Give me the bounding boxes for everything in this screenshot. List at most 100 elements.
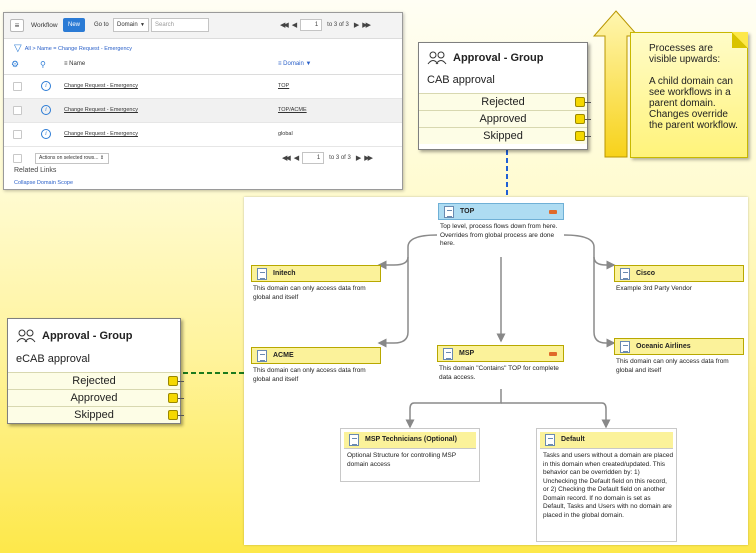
- condition-port[interactable]: [168, 410, 184, 420]
- row-name-link[interactable]: Change Request - Emergency: [64, 83, 138, 89]
- node-initech[interactable]: Initech This domain can only access data…: [251, 265, 381, 302]
- row-domain-value: global: [278, 131, 293, 137]
- collapse-icon[interactable]: [549, 210, 557, 214]
- prev-page-icon[interactable]: ◀: [291, 22, 298, 29]
- column-name[interactable]: ≡ Name: [64, 61, 86, 67]
- node-cisco[interactable]: Cisco Example 3rd Party Vendor: [614, 265, 744, 294]
- domain-hierarchy-diagram: TOP Top level, process flows down from h…: [244, 197, 748, 545]
- page-count: to 3 of 3: [327, 22, 349, 28]
- gear-icon[interactable]: ⚙: [11, 59, 20, 69]
- goto-field-value: Domain: [117, 22, 138, 28]
- top-pager: ◀◀ ◀ 1 to 3 of 3 ▶ ▶▶: [280, 19, 371, 31]
- next-page-icon[interactable]: ▶: [353, 22, 360, 29]
- condition-port[interactable]: [575, 97, 591, 107]
- approval-condition-skipped[interactable]: Skipped: [419, 127, 591, 144]
- list-footer: Actions on selected rows... ⇕ ◀◀ ◀ 1 to …: [4, 152, 402, 168]
- row-domain-link[interactable]: TOP: [278, 83, 290, 89]
- row-checkbox[interactable]: [13, 82, 22, 91]
- approval-subtitle: eCAB approval: [16, 353, 90, 365]
- goto-field-select[interactable]: Domain ▼: [113, 18, 149, 32]
- search-icon[interactable]: ⚲: [40, 60, 46, 69]
- page-input[interactable]: 1: [300, 19, 323, 31]
- filter-icon[interactable]: ▽: [14, 43, 22, 54]
- approval-header: Approval - Group: [427, 51, 543, 65]
- approval-group-ecab[interactable]: Approval - Group eCAB approval Rejected …: [7, 318, 184, 424]
- breadcrumb-text[interactable]: All > Name = Change Request - Emergency: [24, 45, 133, 52]
- column-domain[interactable]: ≡ Domain ▼: [278, 61, 312, 67]
- breadcrumb: ▽ All > Name = Change Request - Emergenc…: [14, 43, 132, 54]
- last-page-icon[interactable]: ▶▶: [362, 22, 371, 29]
- node-title: MSP Technicians (Optional): [365, 436, 457, 443]
- approval-subtitle: CAB approval: [427, 74, 495, 86]
- note-heading: Processes are visible upwards:: [649, 43, 721, 65]
- collapse-domain-scope-link[interactable]: Collapse Domain Scope: [14, 180, 74, 186]
- approval-condition-approved[interactable]: Approved: [8, 389, 184, 406]
- approval-condition-rejected[interactable]: Rejected: [419, 93, 591, 110]
- row-name-link[interactable]: Change Request - Emergency: [64, 107, 138, 113]
- approval-group-cab[interactable]: Approval - Group CAB approval Rejected A…: [418, 42, 591, 150]
- node-description: Example 3rd Party Vendor: [616, 285, 692, 292]
- first-page-icon[interactable]: ◀◀: [280, 22, 289, 29]
- approval-condition-skipped[interactable]: Skipped: [8, 406, 184, 423]
- node-title: Default: [561, 436, 585, 443]
- row-checkbox[interactable]: [13, 130, 22, 139]
- people-icon: [427, 51, 447, 65]
- edge-top-acme: [377, 257, 409, 348]
- select-all-checkbox[interactable]: [13, 154, 22, 163]
- column-header-row: ⚙ ⚲ ≡ Name ≡ Domain ▼: [4, 57, 402, 75]
- last-page-icon[interactable]: ▶▶: [364, 155, 373, 162]
- next-page-icon[interactable]: ▶: [355, 155, 362, 162]
- node-top[interactable]: TOP Top level, process flows down from h…: [438, 203, 564, 249]
- approval-condition-rejected[interactable]: Rejected: [8, 372, 184, 389]
- node-acme[interactable]: ACME This domain can only access data fr…: [251, 347, 381, 384]
- node-title: ACME: [273, 352, 294, 359]
- condition-port[interactable]: [168, 393, 184, 403]
- people-icon: [16, 329, 36, 343]
- node-title: Initech: [273, 270, 296, 277]
- node-description: Top level, process flows down from here.…: [440, 223, 558, 247]
- document-icon: [349, 434, 359, 446]
- info-icon[interactable]: i: [41, 105, 51, 115]
- edge-msp-default: [501, 402, 611, 429]
- node-title: Oceanic Airlines: [636, 343, 691, 350]
- edge-top-cisco: [563, 234, 616, 270]
- search-input[interactable]: Search: [151, 18, 209, 32]
- info-icon[interactable]: i: [41, 129, 51, 139]
- document-icon: [620, 268, 630, 280]
- table-row: i Change Request - Emergency global: [4, 123, 402, 147]
- node-description: This domain can only access data from gl…: [253, 367, 366, 383]
- condition-port[interactable]: [575, 114, 591, 124]
- actions-select[interactable]: Actions on selected rows... ⇕: [35, 153, 109, 164]
- menu-icon[interactable]: ≡: [10, 19, 24, 32]
- node-oceanic-airlines[interactable]: Oceanic Airlines This domain can only ac…: [614, 338, 744, 375]
- related-links-title: Related Links: [14, 167, 57, 174]
- workflow-list-panel: ≡ Workflow New Go to Domain ▼ Search ◀◀ …: [3, 12, 403, 190]
- prev-page-icon[interactable]: ◀: [293, 155, 300, 162]
- bottom-pager: ◀◀ ◀ 1 to 3 of 3 ▶ ▶▶: [282, 152, 373, 164]
- node-default[interactable]: Default Tasks and users without a domain…: [536, 428, 677, 542]
- approval-header: Approval - Group: [16, 329, 132, 343]
- row-domain-link[interactable]: TOP/ACME: [278, 107, 307, 113]
- document-icon: [257, 268, 267, 280]
- node-msp-technicians[interactable]: MSP Technicians (Optional) Optional Stru…: [340, 428, 480, 482]
- approval-condition-approved[interactable]: Approved: [419, 110, 591, 127]
- edge-top-oceanic: [593, 257, 616, 348]
- list-toolbar: ≡ Workflow New Go to Domain ▼ Search ◀◀ …: [4, 13, 402, 39]
- new-button[interactable]: New: [63, 18, 85, 32]
- node-description: Optional Structure for controlling MSP d…: [347, 452, 456, 468]
- condition-port[interactable]: [575, 131, 591, 141]
- approval-title: Approval - Group: [453, 52, 544, 64]
- condition-port[interactable]: [168, 376, 184, 386]
- diagram-edges: [377, 234, 616, 429]
- first-page-icon[interactable]: ◀◀: [282, 155, 291, 162]
- note-body: A child domain can see workflows in a pa…: [649, 76, 738, 131]
- info-icon[interactable]: i: [41, 81, 51, 91]
- approval-title: Approval - Group: [42, 330, 133, 342]
- page-input[interactable]: 1: [302, 152, 325, 164]
- node-title: TOP: [460, 208, 475, 215]
- table-row: i Change Request - Emergency TOP: [4, 75, 402, 99]
- collapse-icon[interactable]: [549, 352, 557, 356]
- row-name-link[interactable]: Change Request - Emergency: [64, 131, 138, 137]
- row-checkbox[interactable]: [13, 106, 22, 115]
- node-msp[interactable]: MSP This domain "Contains" TOP for compl…: [437, 345, 564, 382]
